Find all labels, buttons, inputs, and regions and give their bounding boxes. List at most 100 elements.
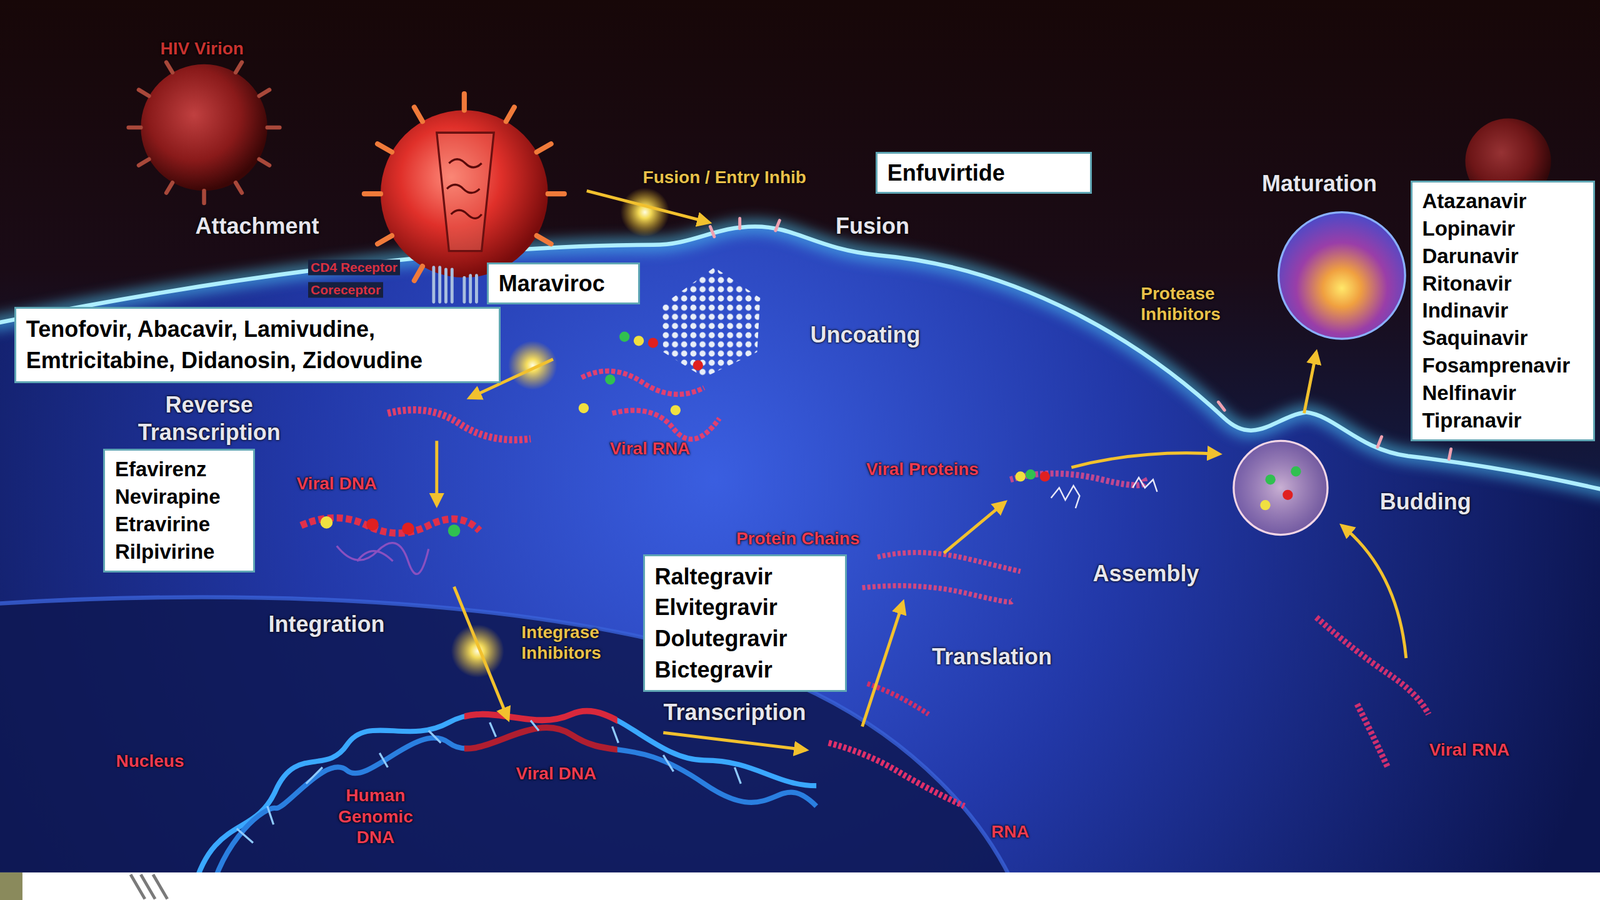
drug-name: Tenofovir, Abacavir, Lamivudine, Emtrici… (26, 313, 489, 376)
stage-label: Transcription (663, 698, 806, 726)
stage-label: Attachment (195, 213, 319, 240)
stage-label: Fusion (835, 213, 910, 240)
stage-label: Viral DNA (296, 473, 377, 495)
drug-name: Enfuvirtide (887, 158, 1080, 187)
hiv-virion (380, 110, 549, 278)
drug-box: EfavirenzNevirapineEtravirineRilpivirine (103, 448, 255, 573)
enzyme-dot (648, 337, 659, 348)
viral-rna-strand (581, 371, 720, 440)
enzyme-dot (1015, 471, 1025, 482)
stage-label: CD4 Receptor (308, 259, 400, 275)
enzyme-dot (401, 522, 415, 535)
drug-name: Atazanavir (1422, 187, 1584, 215)
drug-name: Bictegravir (655, 654, 836, 686)
stage-label: Viral DNA (515, 763, 597, 785)
lifecycle-arrow (1341, 525, 1407, 659)
lifecycle-arrow (943, 501, 1005, 554)
drug-name: Elvitegravir (655, 591, 836, 624)
lifecycle-arrow (663, 732, 807, 750)
enzyme-dot (1290, 466, 1301, 477)
footer-square (0, 872, 23, 900)
enzyme-dot (578, 403, 589, 414)
drug-name: Indinavir (1422, 296, 1584, 325)
drug-name: Etravirine (115, 510, 244, 539)
stage-label: Fusion / Entry Inhib (643, 166, 807, 189)
stage-label: Maturation (1261, 170, 1377, 197)
enzyme-dot (633, 335, 644, 346)
stage-label: Reverse Transcription (106, 391, 312, 445)
drug-name: Raltegravir (655, 561, 836, 593)
stage-label: Budding (1380, 488, 1472, 516)
drug-box: Enfuvirtide (875, 151, 1092, 194)
footer-slashes (130, 874, 168, 899)
viral-rna-strand (387, 410, 531, 440)
drug-box: Tenofovir, Abacavir, Lamivudine, Emtrici… (14, 306, 501, 383)
viral-rna (446, 159, 482, 219)
dna-rungs (236, 720, 742, 844)
stage-label: Translation (931, 643, 1052, 671)
hiv-virion (140, 64, 267, 191)
viral-dna-segment (464, 711, 618, 787)
drug-name: Nelfinavir (1422, 379, 1584, 407)
drug-name: Efavirenz (115, 455, 244, 484)
budding-virion (1233, 440, 1328, 535)
viral-capsid (436, 132, 494, 251)
virion-spikes (364, 93, 565, 281)
mature-virion (1278, 212, 1405, 339)
lifecycle-arrow (586, 190, 710, 223)
drug-name: Fosamprenavir (1422, 351, 1584, 380)
lifecycle-arrow (435, 440, 439, 505)
stage-label: Protein Chains (736, 528, 860, 550)
stage-label: Coreceptor (308, 281, 384, 298)
enzyme-dot (1040, 471, 1050, 482)
drug-name: Ritonavir (1422, 270, 1584, 298)
drug-box: AtazanavirLopinavirDarunavirRitonavirInd… (1410, 180, 1596, 442)
stage-label: Viral Proteins (866, 458, 979, 480)
stage-label: Viral RNA (1429, 739, 1510, 761)
drug-name: Tipranavir (1422, 406, 1584, 435)
enzyme-dot (366, 518, 379, 531)
enzyme-dot (1265, 474, 1275, 485)
drug-name: Saquinavir (1422, 324, 1584, 352)
footer-strip (0, 872, 1600, 900)
stage-label: Nucleus (116, 750, 185, 772)
stage-label: Integrase Inhibitors (521, 621, 644, 664)
lifecycle-arrow (1304, 351, 1317, 414)
enzyme-dot (670, 405, 681, 415)
mrna-strand (867, 683, 929, 715)
enzyme-dot (1025, 469, 1036, 480)
drug-name: Dolutegravir (655, 623, 836, 655)
stage-label: RNA (991, 821, 1030, 843)
stage-label: Assembly (1092, 560, 1199, 587)
inhibition-star (620, 187, 670, 237)
enzyme-dot (605, 374, 615, 385)
viral-dna-complex (336, 543, 429, 575)
viral-rna-strand (1356, 704, 1388, 768)
capsid-fragments (661, 267, 760, 378)
stage-label: Viral RNA (610, 438, 691, 460)
cd4-coreceptor (433, 267, 477, 303)
protein-structure (1051, 477, 1158, 509)
stage-label: HIV Virion (160, 38, 244, 60)
stage-label: Protease Inhibitors (1140, 283, 1274, 325)
viral-dna-strand (464, 727, 618, 786)
drug-box: Maraviroc (486, 262, 640, 305)
lifecycle-arrow (862, 601, 904, 727)
enzyme-dot (619, 331, 630, 342)
drug-name: Lopinavir (1422, 215, 1584, 243)
enzyme-dot (320, 516, 334, 529)
viral-rna-strand (1316, 617, 1429, 715)
mrna-strand (828, 743, 965, 807)
enzyme-dot (448, 524, 461, 537)
drug-box: RaltegravirElvitegravirDolutegravirBicte… (643, 554, 848, 693)
drug-name: Nevirapine (115, 483, 244, 511)
stage-label: Uncoating (810, 321, 920, 349)
lifecycle-arrows (436, 190, 1407, 750)
enzyme-dot (693, 360, 704, 370)
virion-spikes (128, 62, 280, 204)
enzyme-dot (1282, 490, 1293, 500)
inhibition-star (451, 624, 505, 678)
stage-label: Human Genomic DNA (335, 785, 417, 849)
lifecycle-arrow (454, 586, 509, 720)
